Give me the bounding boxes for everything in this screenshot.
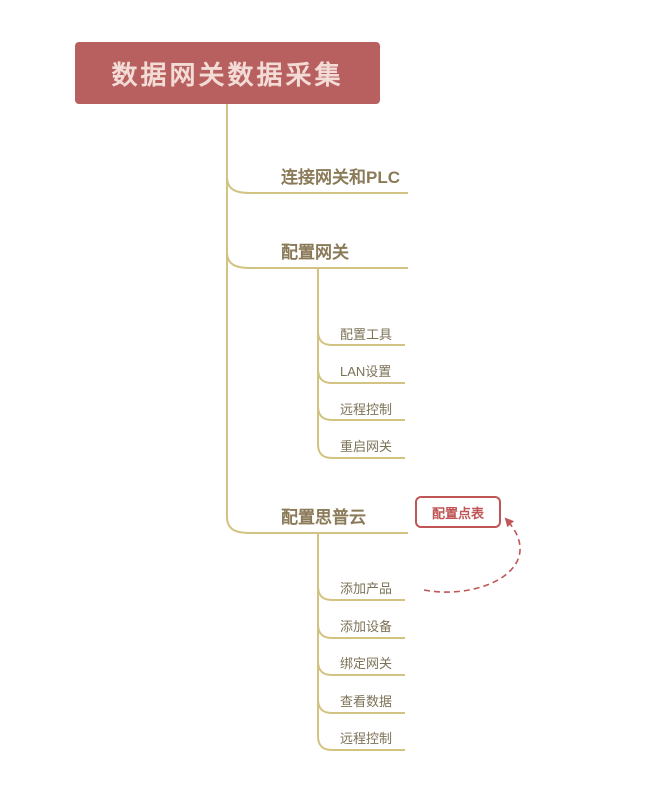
- subtopic-bind-gateway[interactable]: 绑定网关: [340, 656, 393, 671]
- subtopic-remote-control[interactable]: 远程控制: [340, 402, 393, 417]
- subtopic-add-product[interactable]: 添加产品: [340, 581, 393, 596]
- relationship-arrow: [423, 517, 521, 593]
- subtopic-view-data[interactable]: 查看数据: [340, 694, 393, 709]
- subtopic-add-device[interactable]: 添加设备: [340, 619, 393, 634]
- floating-topic-config-point-table[interactable]: 配置点表: [415, 496, 501, 528]
- topic-configure-sipu-cloud[interactable]: 配置思普云: [281, 508, 366, 527]
- subtopic-lan-settings[interactable]: LAN设置: [340, 364, 392, 379]
- subtopic-remote-control-2[interactable]: 远程控制: [340, 731, 393, 746]
- subtopic-config-tool[interactable]: 配置工具: [340, 327, 393, 342]
- topic-connect-gateway-plc[interactable]: 连接网关和PLC: [281, 168, 400, 187]
- root-topic[interactable]: 数据网关数据采集: [75, 42, 380, 104]
- topic-configure-gateway[interactable]: 配置网关: [281, 243, 349, 262]
- subtopic-restart-gateway[interactable]: 重启网关: [340, 439, 393, 454]
